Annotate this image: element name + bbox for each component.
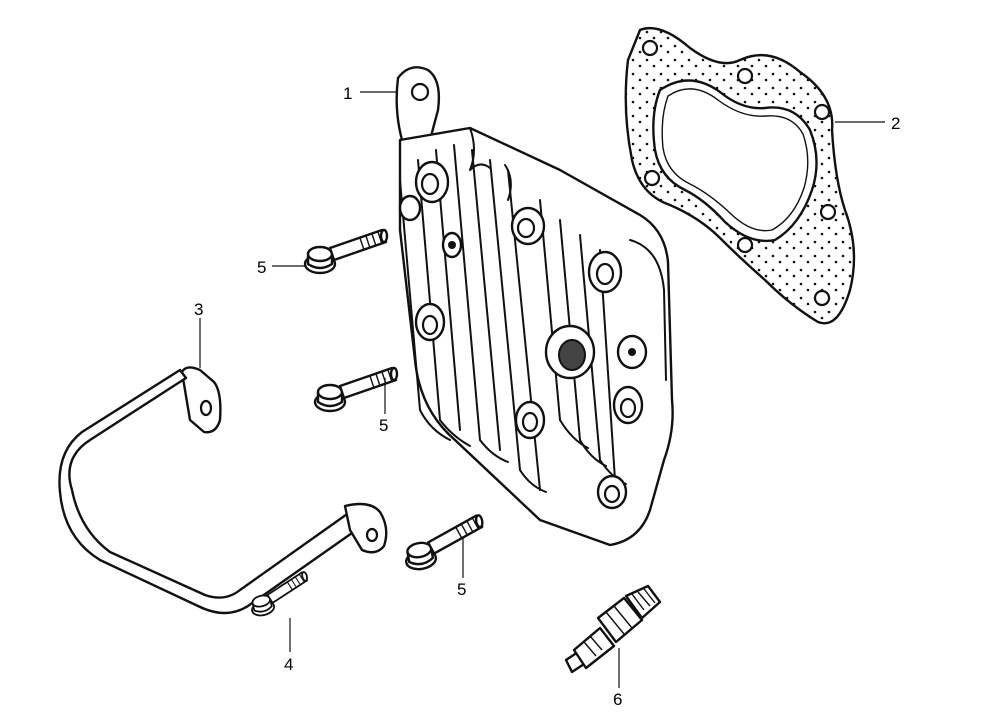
gasket-bolt-hole bbox=[736, 236, 754, 254]
head-body bbox=[398, 126, 674, 547]
head-boss bbox=[398, 194, 422, 222]
head-boss-hole bbox=[521, 411, 539, 433]
callout-3: 3 bbox=[194, 300, 203, 319]
bracket-tube bbox=[58, 368, 364, 615]
spark-plug-thread bbox=[624, 584, 662, 620]
cylinder-head bbox=[395, 66, 674, 547]
head-boss-hole bbox=[619, 397, 637, 419]
flange-bolt-upper bbox=[303, 228, 389, 275]
spark-plug-insulator bbox=[572, 626, 616, 670]
head-gasket bbox=[624, 26, 856, 325]
spark-plug bbox=[564, 584, 662, 674]
gasket-bore-bead bbox=[661, 88, 809, 232]
callout-5a: 5 bbox=[257, 258, 266, 277]
spark-plug-hex bbox=[596, 596, 644, 644]
gasket-bolt-hole bbox=[643, 169, 661, 187]
callout-5b: 5 bbox=[379, 416, 388, 435]
gasket-bolt-hole bbox=[813, 289, 831, 307]
gasket-bore bbox=[652, 79, 818, 243]
callout-1: 1 bbox=[343, 84, 352, 103]
bracket-tab-hole bbox=[365, 527, 379, 543]
callout-4: 4 bbox=[284, 655, 293, 674]
bracket-top-tab bbox=[180, 366, 222, 434]
flange-bolt-lower bbox=[399, 513, 490, 573]
gasket-bolt-hole bbox=[819, 203, 837, 221]
leader-lines bbox=[199, 91, 885, 688]
spark-plug-port-thread bbox=[558, 339, 586, 371]
bracket-tab-hole bbox=[199, 399, 213, 417]
head-boss-hole bbox=[420, 172, 440, 196]
head-boss-hole bbox=[516, 217, 536, 239]
callout-labels: 1 2 3 4 5 5 5 6 bbox=[194, 84, 900, 709]
head-mounting-ear bbox=[395, 66, 441, 142]
head-boss-hole bbox=[595, 262, 615, 286]
bracket-bottom-tab bbox=[343, 502, 388, 554]
gasket-bolt-hole bbox=[736, 67, 754, 85]
callout-5c: 5 bbox=[457, 580, 466, 599]
callout-6: 6 bbox=[613, 690, 622, 709]
gasket-bolt-hole bbox=[813, 103, 831, 121]
callout-2: 2 bbox=[891, 114, 900, 133]
head-boss-hole bbox=[421, 314, 439, 336]
gasket-bolt-hole bbox=[641, 39, 659, 57]
lifting-bracket bbox=[58, 366, 388, 615]
ear-hole bbox=[410, 82, 430, 102]
head-boss-hole bbox=[603, 484, 621, 504]
